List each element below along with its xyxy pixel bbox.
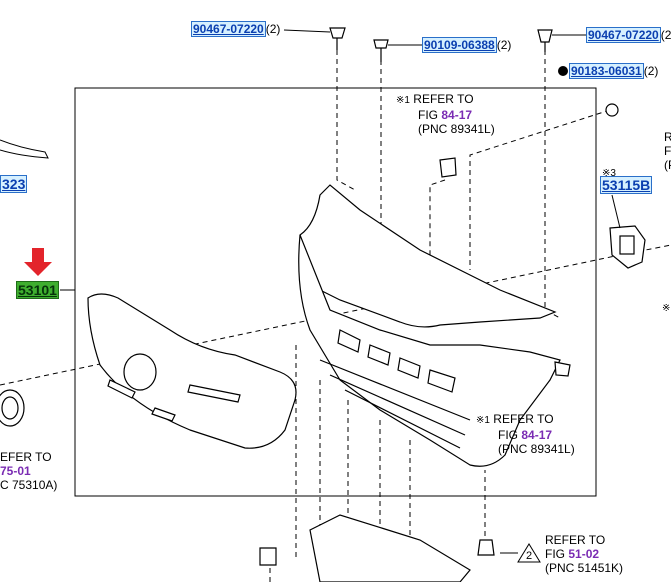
part-label-90109-06388: 90109-06388(2)	[422, 37, 512, 53]
part-label-90183-06031: 90183-06031(2)	[558, 63, 659, 79]
clip-right	[609, 225, 646, 269]
note-refer: EFER TO	[0, 450, 52, 464]
refer-note-bottom: REFER TO FIG 51-02 (PNC 51451K)	[545, 533, 623, 575]
note-mark: ※1	[396, 95, 410, 106]
leader-lines	[60, 29, 621, 554]
part-qty: (2)	[643, 64, 659, 78]
refer-note-right-partial: R F (P	[664, 130, 671, 172]
refer-note-middle: ※1 REFER TO FIG 84-17 (PNC 89341L)	[476, 412, 575, 456]
note-line3: (P	[664, 158, 671, 172]
note-refer: REFER TO	[545, 533, 606, 547]
part-label-53101: 53101	[16, 281, 59, 299]
part-link[interactable]: 53115B	[600, 176, 653, 194]
emblem-part	[0, 389, 25, 427]
note-fig-prefix: FIG	[545, 547, 565, 561]
assembly-frame	[74, 87, 597, 497]
red-arrow-icon	[24, 248, 52, 276]
part-label-90467-07220-b: 90467-07220(2	[586, 27, 671, 43]
fasteners	[329, 27, 553, 62]
part-link[interactable]: 90183-06031	[569, 63, 644, 79]
part-qty: (2)	[496, 38, 512, 52]
note-refer: REFER TO	[493, 412, 554, 426]
refer-note-left: EFER TO 75-01 C 75310A)	[0, 450, 57, 492]
note-line2: F	[664, 144, 671, 158]
note-refer: REFER TO	[413, 92, 474, 106]
part-label-53115b: 53115B	[600, 176, 653, 194]
note-fig-prefix: FIG	[498, 428, 518, 442]
svg-text:2: 2	[526, 550, 532, 562]
under-cover	[259, 514, 495, 582]
note-pnc: (PNC 51451K)	[545, 561, 624, 575]
part-link[interactable]: 90467-07220	[586, 27, 661, 43]
note-mark: ※1	[476, 415, 490, 426]
lower-grille-part	[87, 293, 297, 449]
bullet-icon	[558, 66, 568, 76]
refer-note-top: ※1 REFER TO FIG 84-17 (PNC 89341L)	[396, 92, 495, 136]
note-fig-prefix: FIG	[418, 108, 438, 122]
part-link[interactable]: 90109-06388	[422, 37, 497, 53]
fig-link[interactable]: 84-17	[441, 108, 473, 122]
mark-note-right: ※	[662, 303, 671, 314]
radiator-grille	[298, 184, 561, 467]
part-link[interactable]: 90467-07220	[191, 21, 266, 37]
triangle-badge-icon: 2	[517, 543, 541, 563]
part-label-90467-07220-a: 90467-07220(2)	[191, 21, 281, 37]
part-link[interactable]: 323	[0, 175, 28, 193]
clip-small	[439, 103, 619, 377]
part-qty: (2)	[265, 22, 281, 36]
part-qty: (2	[660, 28, 671, 42]
part-label-partial: 323	[0, 175, 28, 193]
fig-link[interactable]: 84-17	[521, 428, 553, 442]
note-pnc: (PNC 89341L)	[418, 122, 495, 136]
note-line1: R	[664, 130, 671, 144]
part-link-highlighted[interactable]: 53101	[16, 281, 59, 299]
fig-link[interactable]: 51-02	[568, 547, 600, 561]
fig-link[interactable]: 75-01	[0, 464, 31, 478]
note-pnc: (PNC 89341L)	[498, 442, 575, 456]
mark-note-3: ※3	[602, 168, 616, 179]
left-trim-strip	[0, 139, 49, 159]
note-pnc: C 75310A)	[0, 478, 58, 492]
